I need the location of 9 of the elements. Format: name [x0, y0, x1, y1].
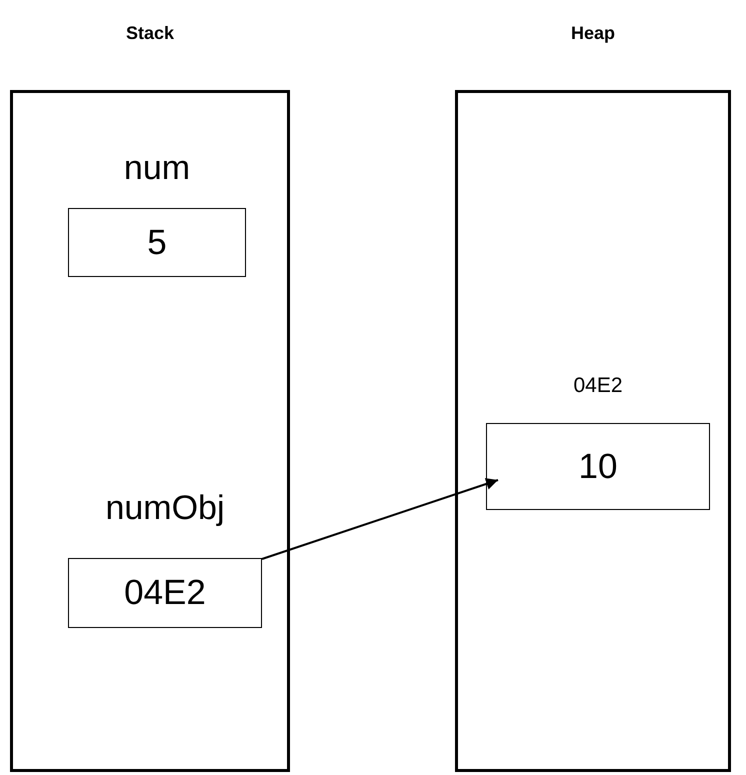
value-text: 5 [147, 222, 167, 262]
variable-label: numObj [105, 489, 225, 528]
arrow [262, 478, 498, 560]
variable-label: 04E2 [573, 374, 623, 398]
variable-label: num [124, 149, 190, 188]
column-heading: Heap [570, 23, 615, 44]
column-heading: Stack [126, 23, 174, 44]
value-text: 04E2 [124, 573, 206, 613]
value-text: 10 [578, 446, 618, 486]
